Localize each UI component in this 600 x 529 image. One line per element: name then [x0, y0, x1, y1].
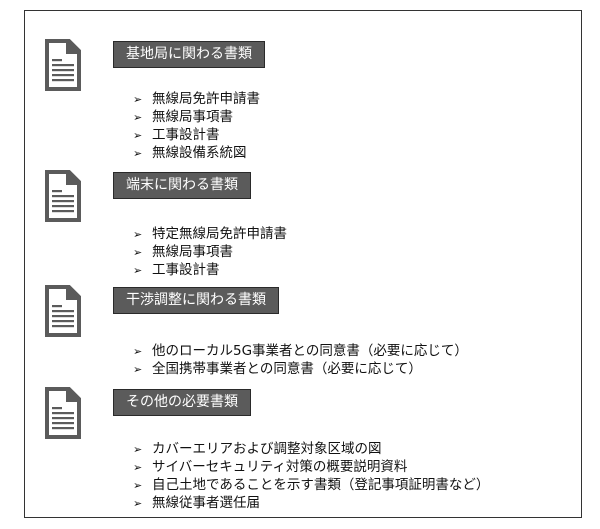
list-item: ➢ 全国携帯事業者との同意書（必要に応じて）: [133, 360, 468, 378]
item-label: 無線設備系統図: [152, 145, 247, 161]
document-icon: [45, 387, 81, 439]
item-label: 特定無線局免許申請書: [152, 226, 287, 242]
item-label: カバーエリアおよび調整対象区域の図: [152, 441, 382, 457]
list-item: ➢ 無線設備系統図: [133, 144, 260, 162]
list-item: ➢ カバーエリアおよび調整対象区域の図: [133, 440, 489, 458]
section-title: 端末に関わる書類: [113, 172, 251, 199]
list-item: ➢ 工事設計書: [133, 126, 260, 144]
list-item: ➢ 他のローカル5G事業者との同意書（必要に応じて）: [133, 342, 468, 360]
list-item: ➢ 無線局事項書: [133, 108, 260, 126]
document-list: ➢ カバーエリアおよび調整対象区域の図 ➢ サイバーセキュリティ対策の概要説明資料 ➢ 自…: [133, 440, 489, 512]
item-label: 工事設計書: [152, 262, 220, 278]
section-title: 干渉調整に関わる書類: [113, 287, 279, 314]
arrow-bullet-icon: ➢: [133, 93, 143, 106]
document-icon: [45, 285, 81, 337]
document-list: ➢ 特定無線局免許申請書 ➢ 無線局事項書 ➢ 工事設計書: [133, 225, 287, 279]
list-item: ➢ 自己土地であることを示す書類（登記事項証明書など）: [133, 476, 489, 494]
arrow-bullet-icon: ➢: [133, 228, 143, 241]
list-item: ➢ 無線局事項書: [133, 243, 287, 261]
list-item: ➢ サイバーセキュリティ対策の概要説明資料: [133, 458, 489, 476]
list-item: ➢ 工事設計書: [133, 261, 287, 279]
list-item: ➢ 無線従事者選任届: [133, 494, 489, 512]
arrow-bullet-icon: ➢: [133, 497, 143, 510]
list-item: ➢ 無線局免許申請書: [133, 90, 260, 108]
item-label: 無線従事者選任届: [152, 495, 260, 511]
item-label: 無線局事項書: [152, 244, 233, 260]
document-icon: [45, 170, 81, 222]
arrow-bullet-icon: ➢: [133, 264, 143, 277]
arrow-bullet-icon: ➢: [133, 111, 143, 124]
arrow-bullet-icon: ➢: [133, 363, 143, 376]
list-item: ➢ 特定無線局免許申請書: [133, 225, 287, 243]
arrow-bullet-icon: ➢: [133, 129, 143, 142]
arrow-bullet-icon: ➢: [133, 479, 143, 492]
document-list-frame: [24, 10, 582, 518]
section-title: その他の必要書類: [113, 389, 251, 416]
arrow-bullet-icon: ➢: [133, 443, 143, 456]
arrow-bullet-icon: ➢: [133, 461, 143, 474]
item-label: 他のローカル5G事業者との同意書（必要に応じて）: [152, 343, 468, 359]
arrow-bullet-icon: ➢: [133, 345, 143, 358]
section-title: 基地局に関わる書類: [113, 41, 265, 68]
item-label: 全国携帯事業者との同意書（必要に応じて）: [152, 361, 422, 377]
item-label: 自己土地であることを示す書類（登記事項証明書など）: [152, 477, 490, 493]
document-list: ➢ 他のローカル5G事業者との同意書（必要に応じて） ➢ 全国携帯事業者との同意書（必…: [133, 342, 468, 378]
document-list: ➢ 無線局免許申請書 ➢ 無線局事項書 ➢ 工事設計書 ➢ 無線設備系統図: [133, 90, 260, 162]
item-label: 無線局免許申請書: [152, 91, 260, 107]
arrow-bullet-icon: ➢: [133, 246, 143, 259]
arrow-bullet-icon: ➢: [133, 147, 143, 160]
item-label: 工事設計書: [152, 127, 220, 143]
document-icon: [45, 39, 81, 91]
item-label: サイバーセキュリティ対策の概要説明資料: [152, 459, 408, 475]
item-label: 無線局事項書: [152, 109, 233, 125]
